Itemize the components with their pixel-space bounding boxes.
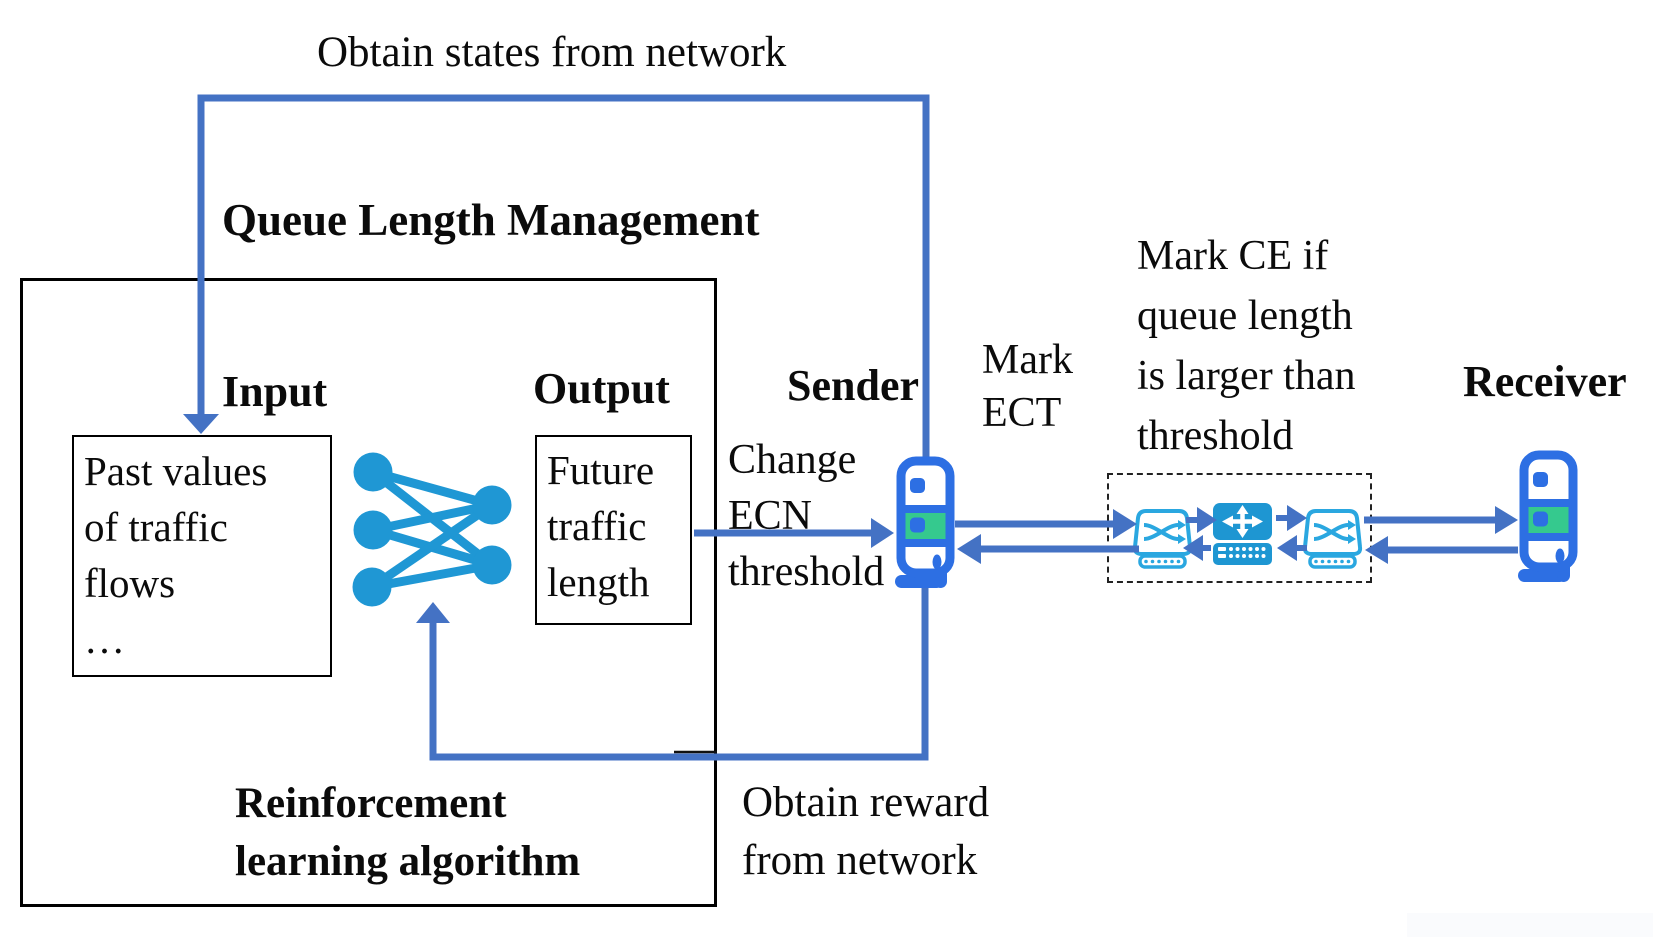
input-line: Past values xyxy=(84,448,268,494)
change-ecn-line: ECN xyxy=(728,493,812,539)
mark-ce-line: Mark CE if xyxy=(1137,233,1329,279)
receiver-server-icon xyxy=(1518,455,1573,582)
input-line: of traffic xyxy=(84,504,228,550)
change-ecn-line: threshold xyxy=(728,549,885,595)
rl-line: Reinforcement xyxy=(235,780,507,827)
arrowhead-right-icon xyxy=(1495,506,1518,534)
mark-ect-caption: Mark ECT xyxy=(982,334,1073,440)
output-line: length xyxy=(547,559,650,605)
queue-length-management-title: Queue Length Management xyxy=(222,195,760,245)
output-line: Future xyxy=(547,447,655,493)
mark-ect-line: Mark xyxy=(982,337,1073,383)
reinforcement-learning-caption: Reinforcement learning algorithm xyxy=(235,775,580,891)
input-ellipsis: … xyxy=(84,616,135,662)
obtain-reward-line: Obtain reward xyxy=(742,779,990,826)
mark-ce-line: threshold xyxy=(1137,413,1294,459)
sender-label: Sender xyxy=(787,361,919,410)
faint-highlight-rect xyxy=(1407,913,1653,937)
change-ecn-line: Change xyxy=(728,437,857,483)
obtain-states-caption: Obtain states from network xyxy=(317,29,787,76)
mark-ce-caption: Mark CE if queue length is larger than t… xyxy=(1137,226,1356,466)
network-to-receiver-arrow xyxy=(1364,506,1518,534)
output-values-box: Future traffic length xyxy=(535,435,692,625)
receiver-label: Receiver xyxy=(1463,357,1627,406)
change-ecn-caption: Change ECN threshold xyxy=(728,432,884,600)
obtain-reward-line: from network xyxy=(742,837,978,884)
output-line: traffic xyxy=(547,503,647,549)
rl-line: learning algorithm xyxy=(235,838,581,885)
network-dashed-box xyxy=(1107,473,1372,583)
sender-server-icon xyxy=(895,461,950,588)
obtain-reward-caption: Obtain reward from network xyxy=(742,774,989,890)
arrowhead-left-icon xyxy=(957,534,981,564)
mark-ce-line: queue length xyxy=(1137,293,1353,339)
mark-ect-line: ECT xyxy=(982,390,1062,436)
input-values-box: Past values of traffic flows … xyxy=(72,435,332,677)
mark-ce-line: is larger than xyxy=(1137,353,1356,399)
input-line: flows xyxy=(84,560,176,606)
receiver-to-network-arrow xyxy=(1365,536,1518,564)
